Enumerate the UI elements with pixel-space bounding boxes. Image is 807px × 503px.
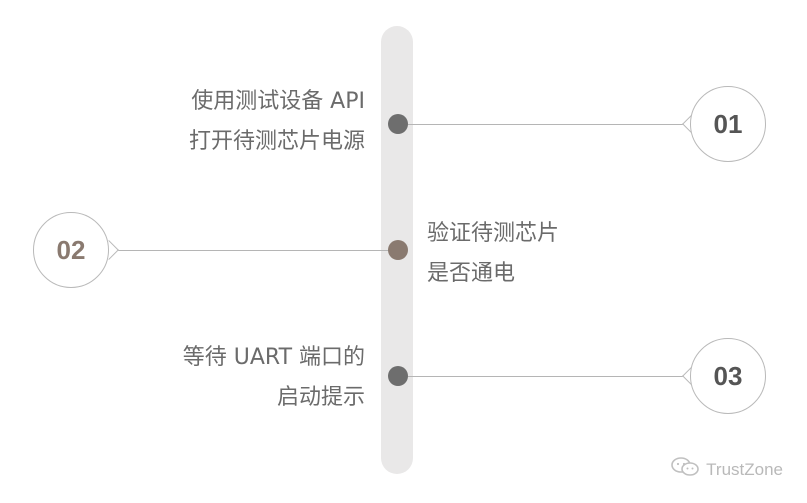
step-3-line-2: 启动提示: [276, 385, 365, 410]
step-2-line-1: 验证待测芯片: [427, 221, 560, 246]
step-3-number: 03: [713, 360, 743, 391]
step-2-dot: [388, 240, 408, 260]
step-3-description: 等待 UART 端口的 启动提示: [183, 338, 365, 418]
step-3-number-badge: 03: [690, 338, 766, 414]
step-2-connector: [110, 250, 400, 251]
step-1-line-2: 打开待测芯片电源: [188, 129, 365, 154]
step-1-line-1: 使用测试设备 API: [191, 89, 365, 114]
step-2-line-2: 是否通电: [427, 261, 516, 286]
step-2-description: 验证待测芯片 是否通电: [427, 214, 559, 294]
step-2-number: 02: [56, 234, 86, 265]
wechat-icon: [670, 456, 700, 483]
step-3-connector: [398, 376, 696, 377]
step-3-line-1: 等待 UART 端口的: [182, 345, 365, 370]
watermark-text: TrustZone: [706, 459, 783, 479]
step-1-number: 01: [713, 108, 743, 139]
step-3-dot: [388, 366, 408, 386]
step-1-number-badge: 01: [690, 86, 766, 162]
step-2-number-badge: 02: [33, 212, 109, 288]
watermark: TrustZone: [670, 456, 783, 483]
step-1-dot: [388, 114, 408, 134]
step-1-description: 使用测试设备 API 打开待测芯片电源: [189, 82, 365, 162]
step-1-connector: [398, 124, 696, 125]
